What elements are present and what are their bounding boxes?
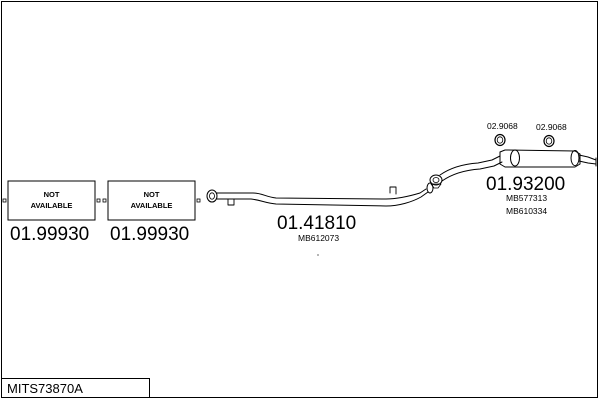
clamp-left[interactable]: 02.9068 (487, 121, 518, 147)
box-1-part-number[interactable]: 01.99930 (10, 224, 89, 245)
clamp-left-number: 02.9068 (487, 121, 518, 131)
clamp-right-number: 02.9068 (536, 122, 567, 132)
part-box-1[interactable]: NOT AVAILABLE (2, 180, 101, 221)
box-1-line-1: NOT (44, 190, 60, 199)
box-1-line-2: AVAILABLE (31, 201, 73, 210)
clamp-right[interactable]: 02.9068 (536, 122, 567, 148)
model-code-box: MITS73870A (1, 378, 150, 398)
rear-silencer-ref-2: MB610334 (506, 206, 547, 216)
dot-mark (317, 254, 319, 256)
center-pipe[interactable] (206, 182, 434, 207)
rear-silencer[interactable] (429, 149, 597, 189)
rear-silencer-part-number[interactable]: 01.93200 (486, 174, 565, 195)
box-2-line-2: AVAILABLE (131, 201, 173, 210)
part-box-2[interactable]: NOT AVAILABLE (102, 180, 201, 221)
rear-silencer-ref-1: MB577313 (506, 193, 547, 203)
center-pipe-part-number[interactable]: 01.41810 (277, 213, 356, 234)
model-code: MITS73870A (7, 381, 83, 396)
box-2-part-number[interactable]: 01.99930 (110, 224, 189, 245)
box-2-line-1: NOT (144, 190, 160, 199)
center-pipe-ref: MB612073 (298, 233, 339, 243)
